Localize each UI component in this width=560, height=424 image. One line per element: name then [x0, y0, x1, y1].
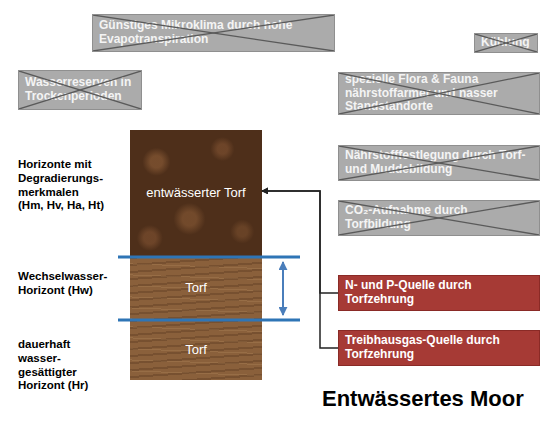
box-text: Torf [181, 281, 211, 296]
fluctuation-arrow [282, 262, 284, 315]
cross-line [339, 73, 539, 114]
soil-horizon: entwässerter Torf [130, 130, 262, 257]
cross-out-mark [19, 71, 141, 109]
cross-out-mark [93, 15, 334, 51]
cross-line [93, 15, 334, 51]
cross-line [339, 73, 539, 114]
impact-box: Treibhausgas-Quelle durch Torfzehrung [338, 330, 540, 366]
horizon-label: Horizonte mit Degradierungs- merkmalen (… [18, 158, 106, 213]
function-box-lost: Wasserreserven in Trockenperioden [18, 70, 142, 110]
function-box-lost: spezielle Flora & Fauna nährstoffarmer u… [338, 72, 540, 115]
function-box-lost: Kühlung [474, 33, 538, 53]
horizon-label: Wechselwasser- Horizont (Hw) [18, 270, 122, 298]
cross-line [475, 34, 537, 52]
diagram-title: Entwässertes Moor [322, 386, 524, 412]
horizon-label: dauerhaft wasser- gesättigter Horizont (… [18, 338, 106, 393]
cross-line [339, 146, 539, 180]
box-text: N- und P-Quelle durch Torfzehrung [339, 279, 539, 307]
cross-out-mark [475, 34, 537, 52]
soil-horizon: Torf [130, 320, 262, 380]
function-box-lost: CO₂-Aufnahme durch Torfbildung [338, 200, 540, 236]
cross-line [475, 34, 537, 52]
cross-line [19, 71, 141, 109]
cross-line [339, 146, 539, 180]
connector-arrow [262, 191, 338, 348]
impact-box: N- und P-Quelle durch Torfzehrung [338, 275, 540, 311]
cross-line [339, 201, 539, 235]
cross-line [339, 201, 539, 235]
box-text: entwässerter Torf [142, 186, 249, 201]
box-text: Torf [181, 343, 211, 358]
soil-horizon: Torf [130, 257, 262, 320]
box-text: Treibhausgas-Quelle durch Torfzehrung [339, 334, 539, 362]
cross-out-mark [339, 146, 539, 180]
cross-out-mark [339, 73, 539, 114]
function-box-lost: Günstiges Mikroklima durch hohe Evapotra… [92, 14, 335, 52]
function-box-lost: Nährstofffestlegung durch Torf- und Mudd… [338, 145, 540, 181]
cross-line [93, 15, 334, 51]
cross-line [19, 71, 141, 109]
cross-out-mark [339, 201, 539, 235]
connector-arrow [262, 191, 338, 293]
